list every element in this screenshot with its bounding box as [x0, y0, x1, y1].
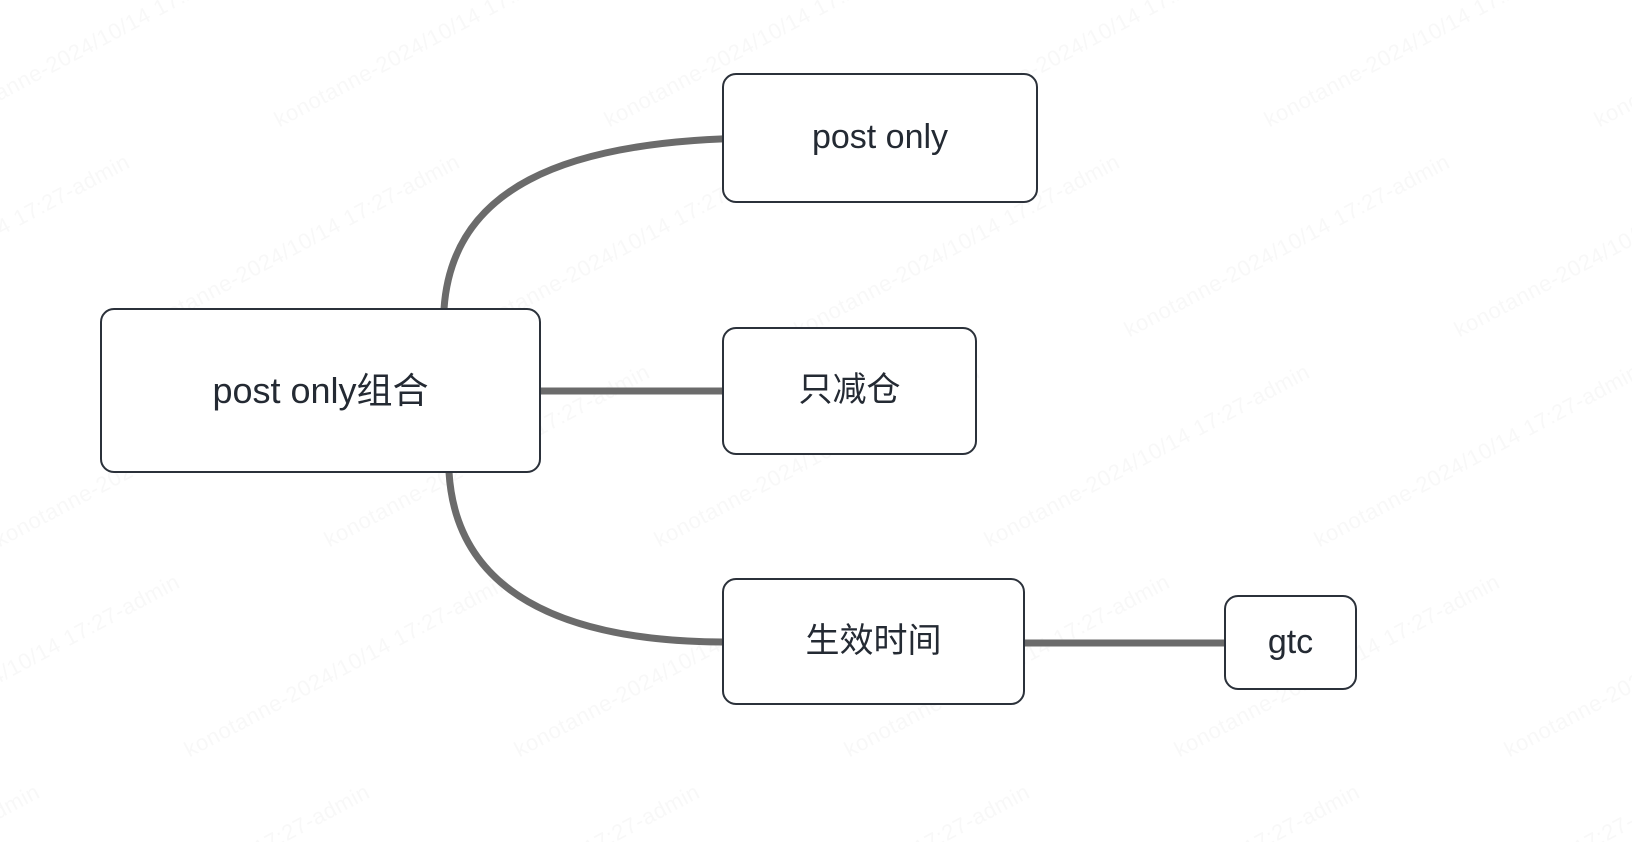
node-post-only-combo[interactable]: post only组合 — [100, 308, 541, 473]
node-label: gtc — [1267, 622, 1314, 661]
node-post-only[interactable]: post only — [722, 73, 1038, 203]
edge-root-to-post-only — [440, 134, 760, 313]
node-time-in-force[interactable]: 生效时间 — [722, 578, 1025, 705]
node-label: post only组合 — [212, 369, 429, 411]
node-label: post only — [811, 118, 949, 157]
edge-root-to-time-in-force — [445, 468, 726, 646]
node-gtc[interactable]: gtc — [1224, 595, 1357, 690]
node-label: 只减仓 — [798, 371, 901, 410]
node-reduce-only[interactable]: 只减仓 — [722, 327, 977, 455]
node-label: 生效时间 — [805, 621, 942, 660]
